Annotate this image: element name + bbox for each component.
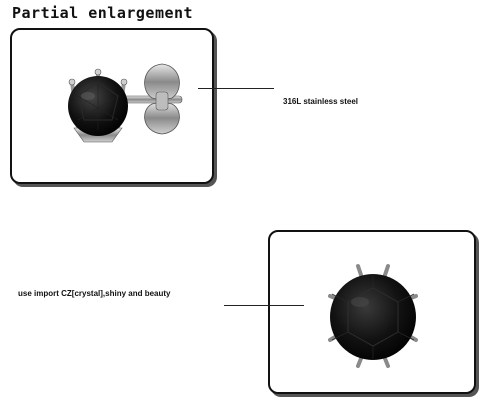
earring-side-view-frame — [10, 28, 214, 184]
stone-caption: use import CZ[crystal],shiny and beauty — [18, 289, 171, 298]
material-caption: 316L stainless steel — [283, 97, 359, 106]
earring-side-view-image — [68, 63, 183, 143]
earring-front-view-image — [328, 264, 418, 368]
page-heading: Partial enlargement — [12, 4, 194, 22]
earring-front-view-frame — [268, 230, 476, 394]
material-leader-line — [198, 88, 274, 89]
stone-leader-line — [224, 305, 304, 306]
